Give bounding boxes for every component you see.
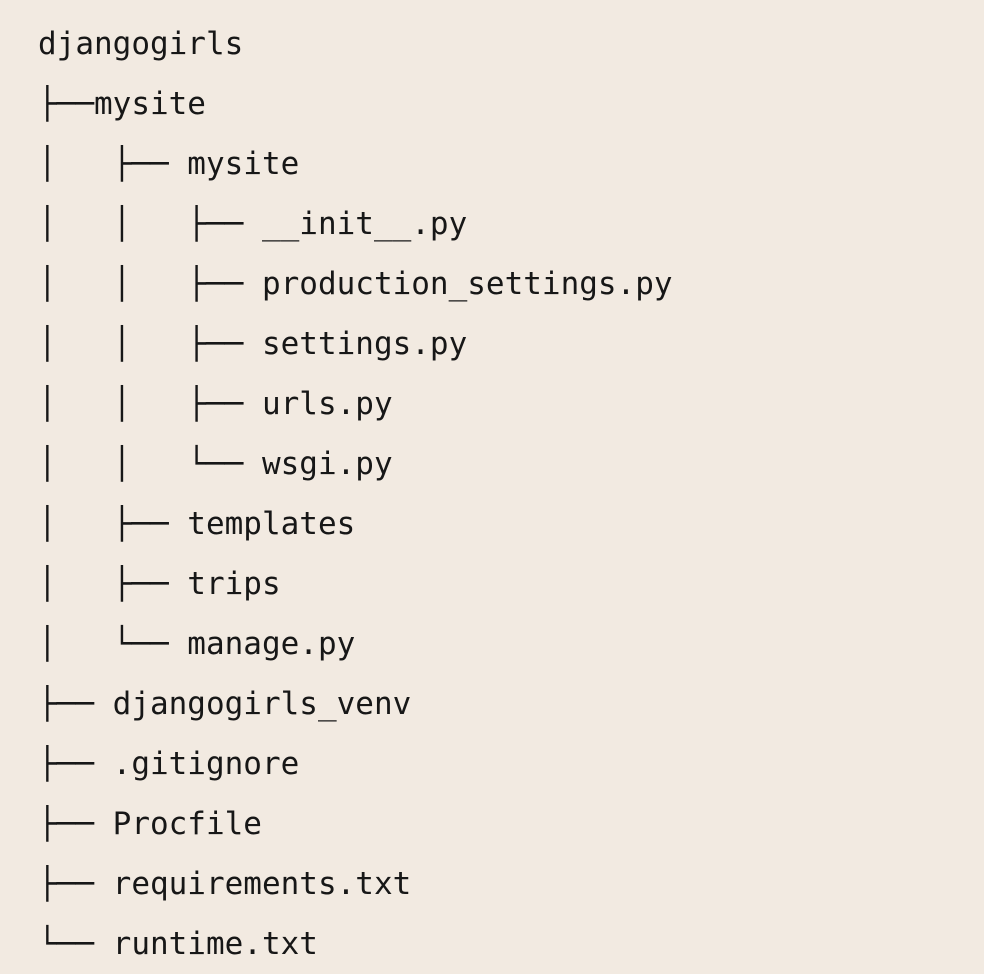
tree-row: djangogirls <box>38 26 244 62</box>
tree-row: ├── Procfile <box>38 806 262 842</box>
tree-row: │ ├── trips <box>38 566 281 602</box>
tree-row: │ │ └── wsgi.py <box>38 446 393 482</box>
tree-row: │ └── manage.py <box>38 626 356 662</box>
tree-row: ├──mysite <box>38 86 206 122</box>
tree-row: │ │ ├── urls.py <box>38 386 393 422</box>
tree-row: │ │ ├── __init__.py <box>38 206 468 242</box>
tree-row: ├── djangogirls_venv <box>38 686 412 722</box>
tree-row: ├── .gitignore <box>38 746 300 782</box>
tree-row: └── runtime.txt <box>38 926 318 962</box>
tree-row: │ │ ├── production_settings.py <box>38 266 673 302</box>
tree-row: ├── requirements.txt <box>38 866 412 902</box>
tree-row: │ ├── mysite <box>38 146 300 182</box>
tree-row: │ ├── templates <box>38 506 356 542</box>
tree-row: │ │ ├── settings.py <box>38 326 468 362</box>
